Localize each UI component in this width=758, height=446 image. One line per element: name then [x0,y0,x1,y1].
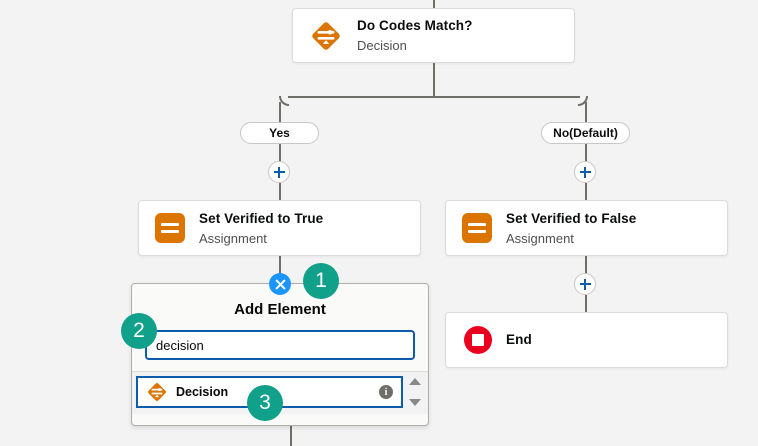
search-field-wrapper [132,330,428,371]
node-text-block: Set Verified to False Assignment [506,209,636,247]
flow-node-set-verified-to-false[interactable]: Set Verified to False Assignment [445,200,728,256]
add-node-after-set-verified-false-button[interactable] [574,273,596,295]
node-text-block: Set Verified to True Assignment [199,209,323,247]
close-button[interactable] [269,273,291,295]
connector-decision-out [433,62,435,96]
node-subtitle: Assignment [199,230,267,246]
flow-node-do-codes-match[interactable]: Do Codes Match? Decision [292,8,575,63]
connector-no-branch-drop [585,102,587,124]
node-title: End [506,332,532,347]
node-title: Set Verified to True [199,210,324,226]
branch-label-yes[interactable]: Yes [240,122,319,144]
add-node-yes-branch-button[interactable] [268,161,290,183]
node-text-block: End [506,330,532,350]
flow-node-set-verified-to-true[interactable]: Set Verified to True Assignment [138,200,421,256]
branch-label-yes-text: Yes [269,126,290,140]
close-icon [275,279,285,289]
assignment-icon [155,213,185,243]
branch-label-no-default[interactable]: No(Default) [541,122,630,144]
node-subtitle: Assignment [506,230,574,246]
add-node-no-branch-button[interactable] [574,161,596,183]
node-subtitle: Decision [357,38,407,54]
decision-diamond-icon [146,381,168,403]
decision-diamond-icon [309,19,343,53]
connector-false-plus-to-end [585,295,587,312]
add-element-title: Add Element [234,301,326,318]
connector-elbow-left [279,96,289,106]
connector-false-to-plus [585,256,587,274]
step-badge-2-number: 2 [133,319,145,342]
scroll-down-arrow-icon[interactable] [409,399,421,406]
flow-node-end[interactable]: End [445,312,728,368]
connector-true-to-popover [279,256,281,274]
connector-no-to-plus [585,144,587,162]
connector-below-popover [290,426,292,446]
node-text-block: Do Codes Match? Decision [357,16,473,54]
connector-yes-to-plus [279,144,281,162]
step-badge-3: 3 [247,385,283,421]
scroll-up-arrow-icon[interactable] [409,378,421,385]
step-badge-3-number: 3 [259,391,271,414]
step-badge-2: 2 [121,313,157,349]
info-icon[interactable]: i [379,385,393,399]
node-title: Set Verified to False [506,210,637,226]
node-title: Do Codes Match? [357,18,473,34]
element-search-input[interactable] [145,330,415,360]
assignment-icon [462,213,492,243]
connector-no-plus-to-node [585,183,587,200]
branch-label-no-text: No(Default) [553,126,618,140]
connector-yes-plus-to-node [279,183,281,200]
connector-yes-branch-drop [279,102,281,124]
step-badge-1: 1 [303,263,339,299]
results-scroll-spinner[interactable] [406,376,424,408]
step-badge-1-number: 1 [315,269,327,292]
connector-branch-split [288,96,580,98]
end-stop-icon [464,326,492,354]
decision-result-label: Decision [176,385,229,399]
connector-decision-stem [433,0,435,14]
